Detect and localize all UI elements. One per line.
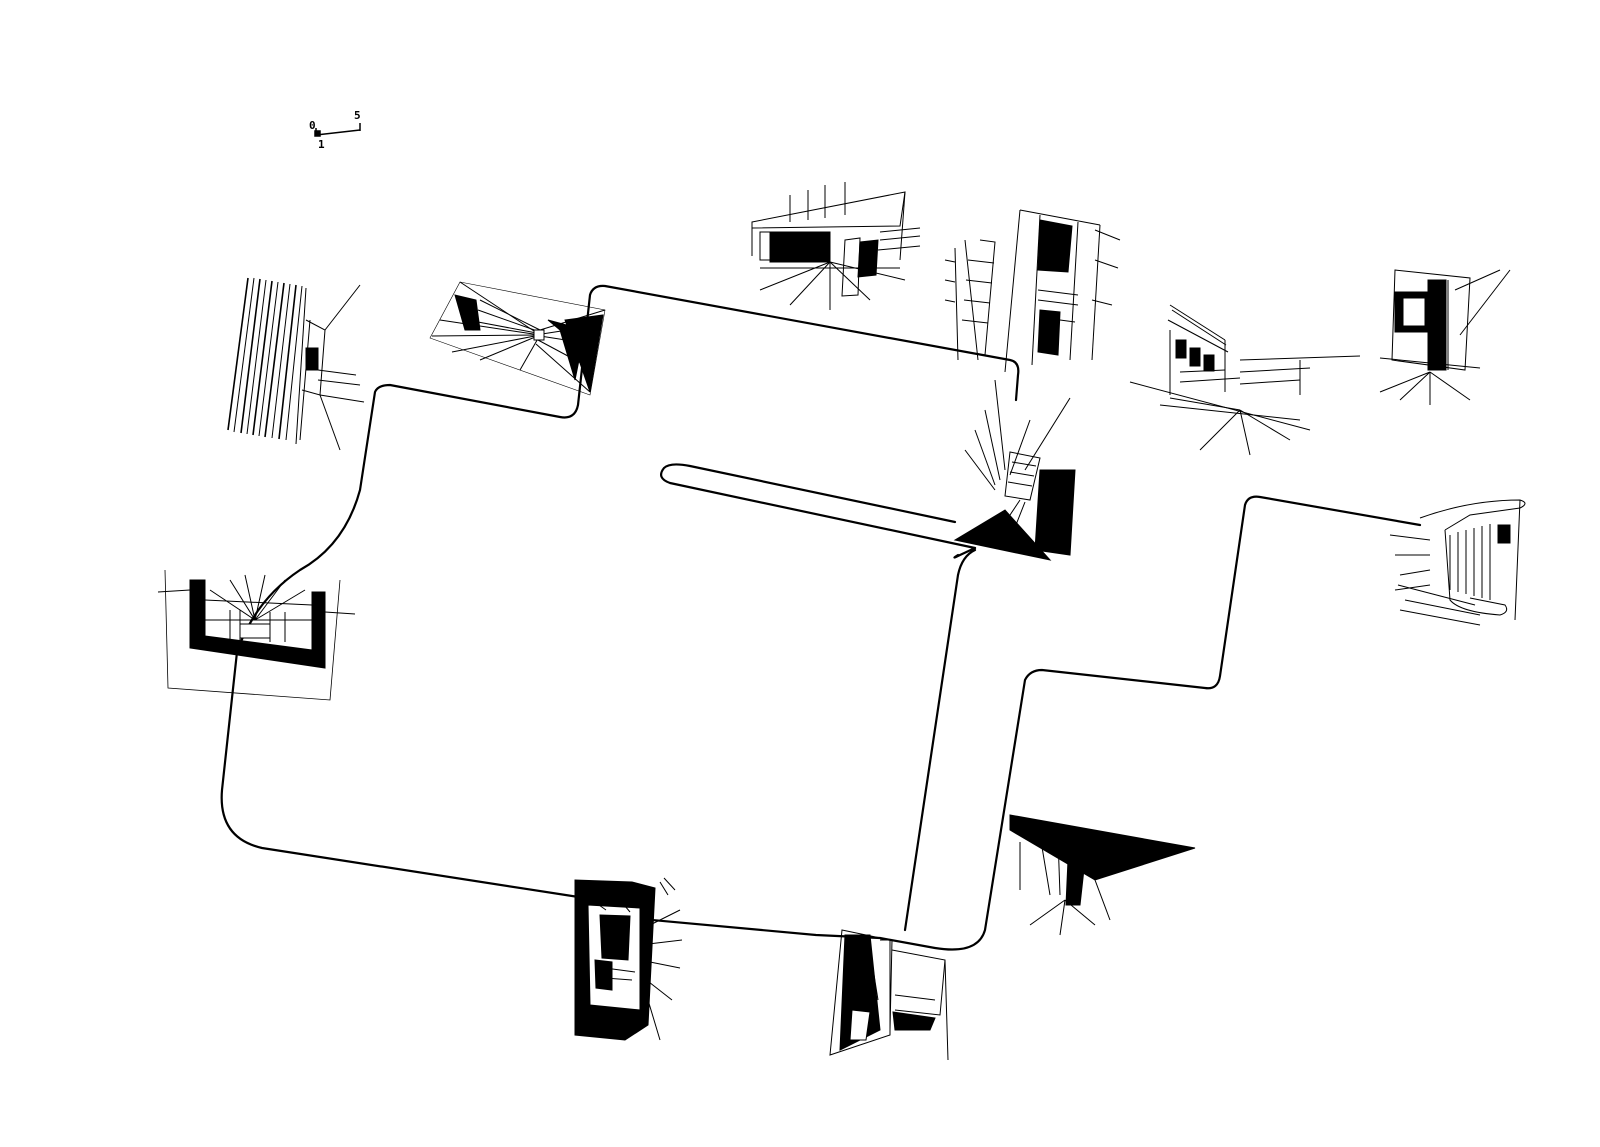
sketch-dark-frame-box: [1380, 270, 1510, 405]
sketch-dark-cantilever: [1010, 815, 1195, 935]
route-path: [222, 286, 1420, 950]
sketch-corridor-perspective: [430, 282, 605, 395]
sketch-overhang-canopy: [752, 182, 920, 310]
sketch-stair-shaft: [955, 380, 1075, 560]
sketch-vertical-fins: [228, 278, 364, 450]
sketch-entrance-section: [158, 570, 355, 700]
scale-bar: 0 1 5: [309, 109, 361, 151]
sketch-narrow-slot: [830, 930, 948, 1060]
scale-label-mid: 1: [318, 138, 325, 151]
sketch-tall-void: [945, 210, 1120, 372]
sketch-curved-ramp: [1390, 500, 1525, 625]
sketch-terraced-facade: [1130, 305, 1360, 455]
scale-label-end: 5: [354, 109, 361, 122]
scale-label-start: 0: [309, 119, 316, 132]
sketch-dark-passage: [575, 878, 682, 1040]
